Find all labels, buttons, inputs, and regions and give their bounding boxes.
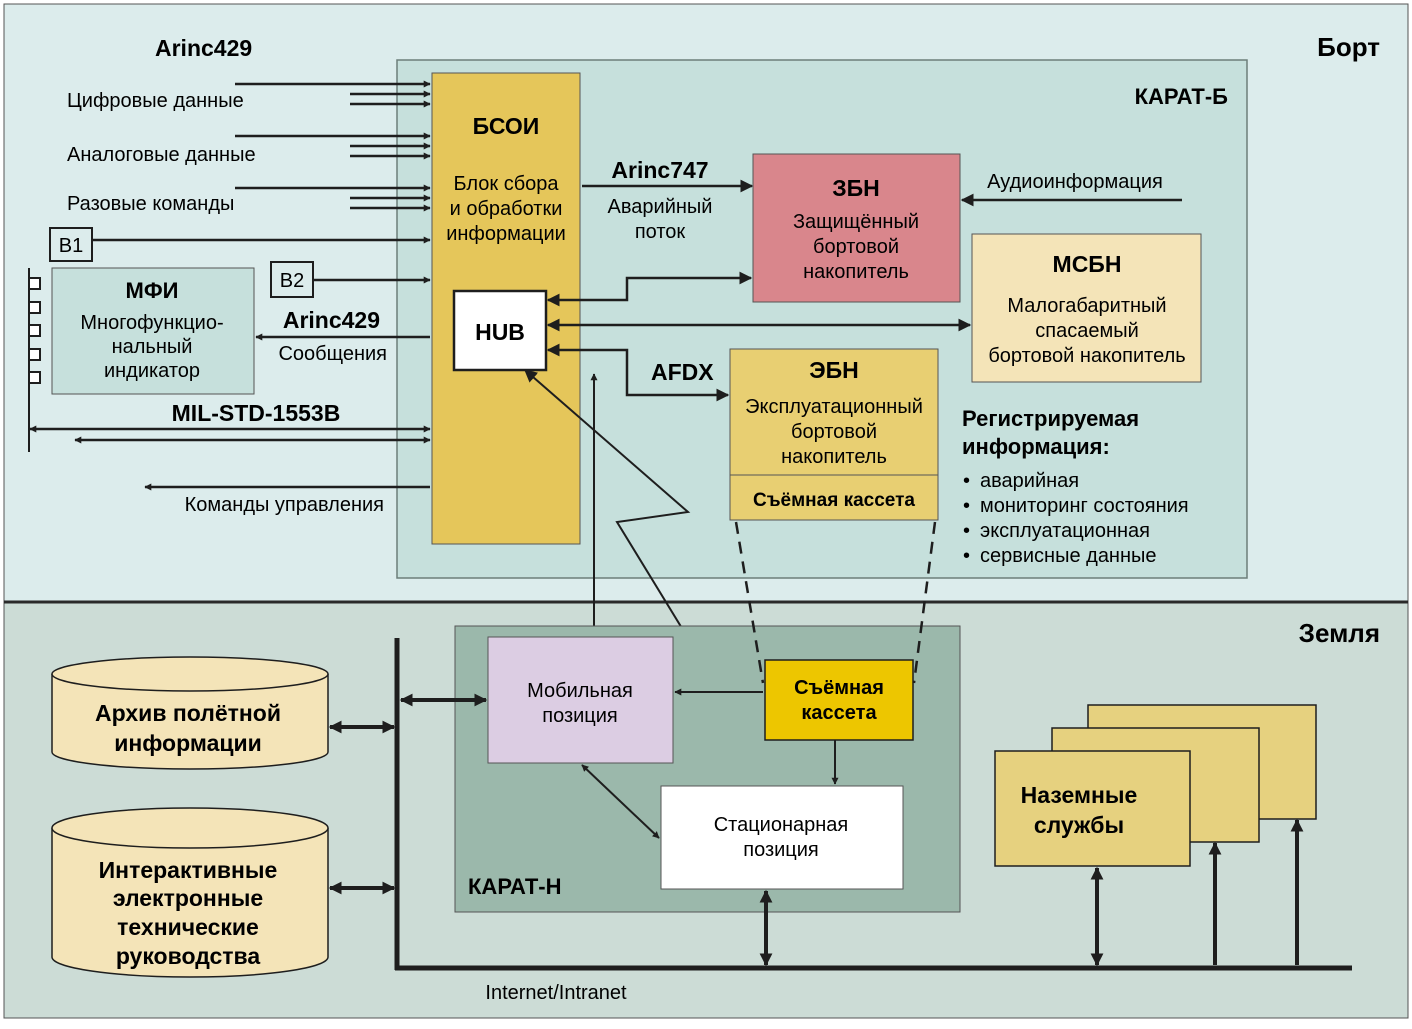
registered-bullet-4: • (963, 545, 970, 567)
mfi-bezel-button-5 (28, 371, 41, 384)
stationary-position-block (660, 785, 904, 890)
ebn-cassette-label: Съёмная кассета (753, 490, 915, 511)
emergency-stream-line-1: Аварийный (608, 196, 713, 218)
emergency-stream-line-2: поток (635, 221, 686, 243)
mfi-line-1: Многофункцио- (80, 312, 223, 334)
hub-label: HUB (475, 319, 525, 345)
mfi-title: МФИ (126, 278, 179, 303)
mfi-bezel-button-2 (28, 301, 41, 314)
ground-cassette-line-1: Съёмная (794, 677, 884, 699)
analog-data-label: Аналоговые данные (67, 144, 256, 166)
karat-b-title: КАРАТ-Б (1135, 84, 1229, 109)
ebn-line-3: накопитель (781, 446, 887, 468)
b1-label: В1 (59, 235, 83, 257)
ground-services-line-2: службы (1034, 812, 1124, 838)
registered-bullet-1: • (963, 470, 970, 492)
msbn-title: МСБН (1053, 251, 1122, 277)
mfi-line-3: индикатор (104, 360, 200, 382)
mobile-stationary-link (581, 764, 660, 839)
ietm-line-2: электронные (113, 885, 263, 911)
bsoi-line-3: информации (446, 223, 566, 245)
stationary-position-line-2: позиция (743, 839, 819, 861)
registered-item-4: сервисные данные (980, 545, 1157, 567)
ietm-line-4: руководства (116, 943, 261, 969)
control-commands-label: Команды управления (185, 494, 384, 516)
hub-block (452, 289, 548, 372)
zbn-protected-block (752, 153, 961, 303)
network-label: Internet/Intranet (485, 982, 627, 1004)
afdx-label: AFDX (651, 359, 714, 385)
mfi-block (51, 267, 255, 395)
ietm-line-3: технические (117, 914, 259, 940)
archive-line-2: информации (114, 730, 262, 756)
bsoi-title: БСОИ (473, 113, 540, 139)
msbn-line-1: Малогабаритный (1007, 295, 1166, 317)
registered-title-1: Регистрируемая (962, 406, 1139, 431)
archive-cylinder-top (51, 656, 329, 692)
mobile-position-line-2: позиция (542, 705, 618, 727)
mfi-bezel-button-3 (28, 324, 41, 337)
zbn-protected-line-3: накопитель (803, 261, 909, 283)
mfi-bezel-button-4 (28, 348, 41, 361)
ietm-cylinder-top (51, 807, 329, 849)
audio-label: Аудиоинформация (987, 171, 1163, 193)
archive-line-1: Архив полётной (95, 700, 281, 726)
messages-label: Сообщения (278, 343, 387, 365)
registered-item-1: аварийная (980, 470, 1079, 492)
milstd-label: MIL-STD-1553B (172, 400, 341, 426)
board-zone-label: Борт (1317, 32, 1380, 62)
digital-data-label: Цифровые данные (67, 90, 244, 112)
ground-zone-label: Земля (1299, 618, 1380, 648)
registered-bullet-2: • (963, 495, 970, 517)
ebn-line-1: Эксплуатационный (745, 396, 923, 418)
b1-box (49, 227, 93, 262)
msbn-line-3: бортовой накопитель (988, 345, 1185, 367)
mobile-position-line-1: Мобильная (527, 680, 633, 702)
stationary-position-line-1: Стационарная (714, 814, 849, 836)
ietm-cylinder (51, 828, 329, 978)
mfi-bezel-button-1 (28, 277, 41, 290)
arinc429-messages-label: Arinc429 (283, 307, 380, 333)
bsoi-line-2: и обработки (450, 198, 563, 220)
msbn-line-2: спасаемый (1035, 320, 1139, 342)
zbn-protected-line-1: Защищённый (793, 211, 919, 233)
cassette-dash-right (912, 521, 937, 684)
discrete-commands-label: Разовые команды (67, 193, 234, 215)
registered-bullet-3: • (963, 520, 970, 542)
ietm-line-1: Интерактивные (99, 857, 278, 883)
mobile-position-block (487, 636, 674, 764)
zbn-protected-line-2: бортовой (813, 236, 899, 258)
arinc429-top-label: Arinc429 (155, 35, 252, 61)
b2-label: В2 (280, 270, 304, 292)
zbn-protected-title: ЗБН (832, 175, 880, 201)
ground-services-card-front (994, 750, 1191, 867)
ebn-title: ЭБН (809, 357, 859, 383)
arinc747-label: Arinc747 (611, 157, 708, 183)
msbn-block (971, 233, 1202, 383)
cassette-dash-left (734, 521, 765, 684)
registered-title-2: информация: (962, 434, 1110, 459)
karat-n-title: КАРАТ-Н (468, 874, 562, 899)
hub-zbn-link (546, 271, 753, 307)
ground-cassette-block (764, 659, 914, 741)
registered-item-2: мониторинг состояния (980, 495, 1189, 517)
ground-cassette-line-2: кассета (801, 702, 877, 724)
ebn-line-2: бортовой (791, 421, 877, 443)
mfi-line-2: нальный (112, 336, 193, 358)
archive-cylinder (51, 674, 329, 770)
registered-item-3: эксплуатационная (980, 520, 1150, 542)
bsoi-line-1: Блок сбора (453, 173, 559, 195)
ground-services-line-1: Наземные (1021, 782, 1138, 808)
